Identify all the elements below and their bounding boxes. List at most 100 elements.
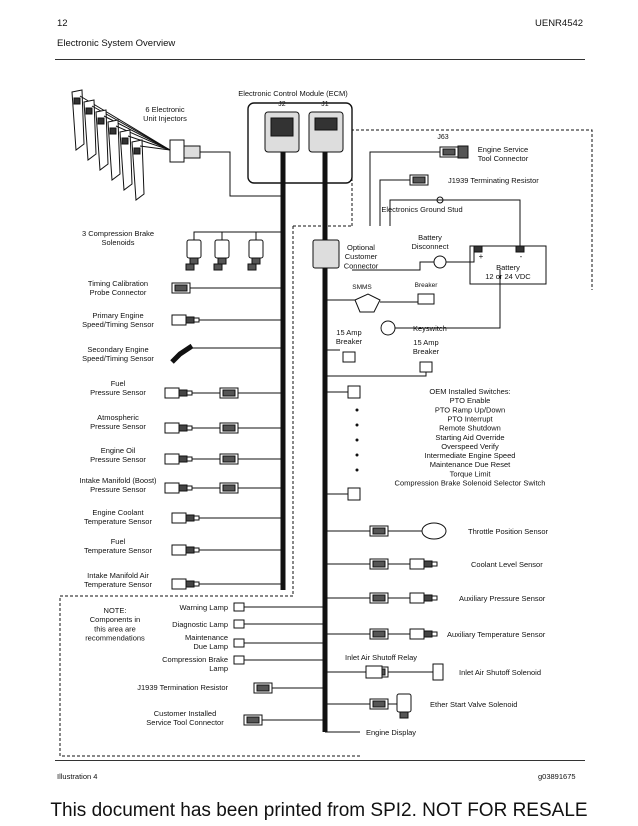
fuel-pressure-sensor-connector: [219, 387, 239, 399]
section-title: Electronic System Overview: [57, 38, 176, 49]
injector-band: [97, 117, 105, 125]
ecm-j2-label: J2: [278, 101, 286, 108]
timing-probe-connector-label: Probe Connector: [90, 288, 147, 297]
injector-wire: [200, 151, 283, 197]
coolant-temperature-sensor-thread: [185, 514, 195, 522]
auxiliary-temperature-sensor-body: [409, 628, 425, 640]
diagnostic-lamp-label: Diagnostic Lamp: [172, 620, 228, 629]
oem-switch-stack: [347, 385, 361, 501]
ecm-j1-pins: [314, 117, 338, 131]
injectors-label: Unit Injectors: [143, 114, 187, 123]
ether-start-valve-solenoid: [396, 693, 412, 719]
injector-lead: [127, 135, 171, 151]
customer-service-tool-label: Service Tool Connector: [146, 718, 224, 727]
coolant-temperature-sensor-label: Engine Coolant: [92, 508, 144, 517]
ground-wire: [389, 199, 521, 246]
ground-stud-label: Electronics Ground Stud: [381, 205, 462, 214]
primary-speed-sensor-thread: [185, 316, 195, 324]
fuel-pressure-sensor-label: Fuel: [111, 379, 126, 388]
fuel-pressure-sensor-body: [164, 387, 180, 399]
breaker-15-left-label: 15 Amp: [336, 328, 361, 337]
brake-solenoid-3-coil: [248, 239, 264, 259]
coolant-level-sensor-body: [409, 558, 425, 570]
boost-pressure-sensor-connector-pins: [222, 484, 236, 492]
timing-probe-connector-label: Timing Calibration: [88, 279, 148, 288]
ether-start-valve-solenoid-label: Ether Start Valve Solenoid: [430, 700, 517, 709]
primary-speed-sensor-label: Primary Engine: [92, 311, 143, 320]
breaker-icon: [417, 293, 435, 305]
oem-switches-label: Starting Aid Override: [435, 433, 504, 442]
injector-lead: [115, 125, 171, 151]
battery-label: 12 or 24 VDC: [485, 272, 531, 281]
atmospheric-pressure-sensor-label: Pressure Sensor: [90, 422, 146, 431]
battery-disconnect-label: Disconnect: [411, 242, 449, 251]
battery-minus-label: -: [520, 252, 523, 261]
shutoff-relay-label: Inlet Air Shutoff Relay: [345, 653, 417, 662]
injector-body: [107, 119, 121, 181]
ecm-j1-label: J1: [321, 101, 329, 108]
oem-switch-dot: [355, 468, 359, 472]
fuel-temperature-sensor-label: Temperature Sensor: [84, 546, 152, 555]
oil-pressure-sensor-body: [164, 453, 180, 465]
primary-speed-sensor-tip: [193, 317, 200, 323]
page-number: 12: [57, 18, 68, 29]
brake-solenoid-1: [186, 239, 202, 265]
maintenance-due-lamp-label: Due Lamp: [193, 642, 228, 651]
auxiliary-pressure-sensor-connector: [369, 592, 389, 604]
service-tool-connector: [439, 146, 459, 158]
fuel-temperature-sensor-thread: [185, 546, 195, 554]
intake-air-temperature-sensor-thread: [185, 580, 195, 588]
graphic-id: g03891675: [538, 772, 576, 781]
battery-box: [469, 245, 547, 285]
atmospheric-pressure-sensor-label: Atmospheric: [97, 413, 139, 422]
atmospheric-pressure-sensor-connector: [219, 422, 239, 434]
warning-lamp-icon: [233, 602, 245, 612]
boost-pressure-sensor-body: [164, 482, 180, 494]
customer-service-tool-label: Customer Installed: [154, 709, 217, 718]
resale-banner: This document has been printed from SPI2…: [50, 800, 588, 821]
warning-lamp-label: Warning Lamp: [180, 603, 229, 612]
injector-body: [131, 139, 145, 201]
atmospheric-pressure-sensor: [164, 422, 193, 434]
injector-band: [109, 127, 117, 135]
coolant-temperature-sensor-tip: [193, 515, 200, 521]
secondary-speed-sensor-label: Secondary Engine: [87, 345, 148, 354]
injector-lead: [139, 145, 171, 151]
j1939-resistor-connector: [409, 174, 429, 186]
injector-band: [85, 107, 93, 115]
brake-solenoid-plug: [247, 263, 257, 271]
battery-plus-label: +: [479, 252, 484, 261]
oem-switches-label: PTO Enable: [450, 396, 491, 405]
oil-pressure-sensor-label: Engine Oil: [101, 446, 136, 455]
atmospheric-pressure-sensor-thread: [178, 424, 188, 432]
primary-speed-sensor-label: Speed/Timing Sensor: [82, 320, 154, 329]
ether-start-valve-solenoid-stem: [399, 711, 409, 719]
auxiliary-pressure-sensor: [409, 592, 438, 604]
oem-switches-label: Compression Brake Solenoid Selector Swit…: [395, 479, 546, 488]
j1939-termination-label: J1939 Termination Resistor: [137, 683, 228, 692]
primary-speed-sensor-body: [171, 314, 187, 326]
compression-brake-lamp-label: Compression Brake: [162, 655, 228, 664]
ether-start-valve-solenoid-coil: [396, 693, 412, 713]
coolant-level-sensor-tip: [431, 561, 438, 567]
keyswitch-icon: [380, 320, 396, 336]
timing-probe-connector: [171, 282, 191, 294]
fuel-temperature-sensor-body: [171, 544, 187, 556]
oem-switches-label: PTO Interrupt: [447, 414, 493, 423]
smms-icon: [354, 293, 381, 313]
intake-air-temperature-sensor: [171, 578, 200, 590]
boost-pressure-sensor-tip: [186, 485, 193, 491]
battery-plus-terminal: [473, 245, 483, 253]
boost-pressure-sensor-connector: [219, 482, 239, 494]
oil-pressure-sensor-label: Pressure Sensor: [90, 455, 146, 464]
brake-solenoid-wire: [193, 231, 283, 240]
compression-brake-lamp-label: Lamp: [209, 664, 228, 673]
intake-air-temperature-sensor-label: Temperature Sensor: [84, 580, 152, 589]
resistor-wire: [379, 179, 410, 226]
brake-solenoids-label: Solenoids: [102, 238, 135, 247]
auxiliary-pressure-sensor-thread: [423, 594, 433, 602]
boost-pressure-sensor-label: Intake Manifold (Boost): [79, 476, 157, 485]
service-tool-label: Engine Service: [478, 145, 528, 154]
inlet-air-shutoff-solenoid-label: Inlet Air Shutoff Solenoid: [459, 668, 541, 677]
coolant-level-sensor-connector-pins: [372, 560, 386, 568]
